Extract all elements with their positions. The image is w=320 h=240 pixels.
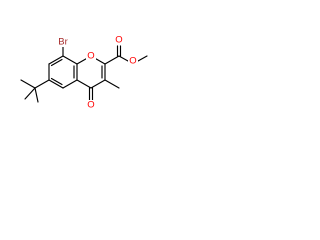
bond-c4a-c5 <box>62 79 78 89</box>
bond-c7-c8 <box>48 55 64 65</box>
chemical-structure: Br O O O O <box>20 35 148 111</box>
bond-tbu-me2 <box>24 87 36 100</box>
ring-oxygen-atom-label: O <box>87 51 94 62</box>
bond-ester-c-o-single <box>118 55 129 62</box>
bond-c5-c6-inner <box>50 77 63 86</box>
bond-c2-ester-c <box>104 55 120 65</box>
bond-tbu-me3 <box>34 87 39 103</box>
ester-oxygen-atom-label: O <box>129 56 136 67</box>
bond-c7-c8-inner <box>50 58 63 67</box>
atom-labels: Br O O O O <box>56 35 138 111</box>
bond-ester-o-methyl <box>137 55 148 62</box>
bonds <box>20 45 148 103</box>
bond-tbu-me1 <box>20 79 36 89</box>
bond-c3-c4 <box>90 79 106 89</box>
bromine-atom-label: Br <box>58 37 68 48</box>
ketone-oxygen-atom-label: O <box>87 100 94 111</box>
ester-carbonyl-oxygen-atom-label: O <box>115 35 122 46</box>
bond-c8-c8a <box>62 55 78 65</box>
bond-c5-c6 <box>48 79 64 89</box>
bond-c4-c4a <box>76 79 92 89</box>
bond-c3-methyl <box>104 79 120 89</box>
bond-c6-tbu <box>34 79 50 89</box>
